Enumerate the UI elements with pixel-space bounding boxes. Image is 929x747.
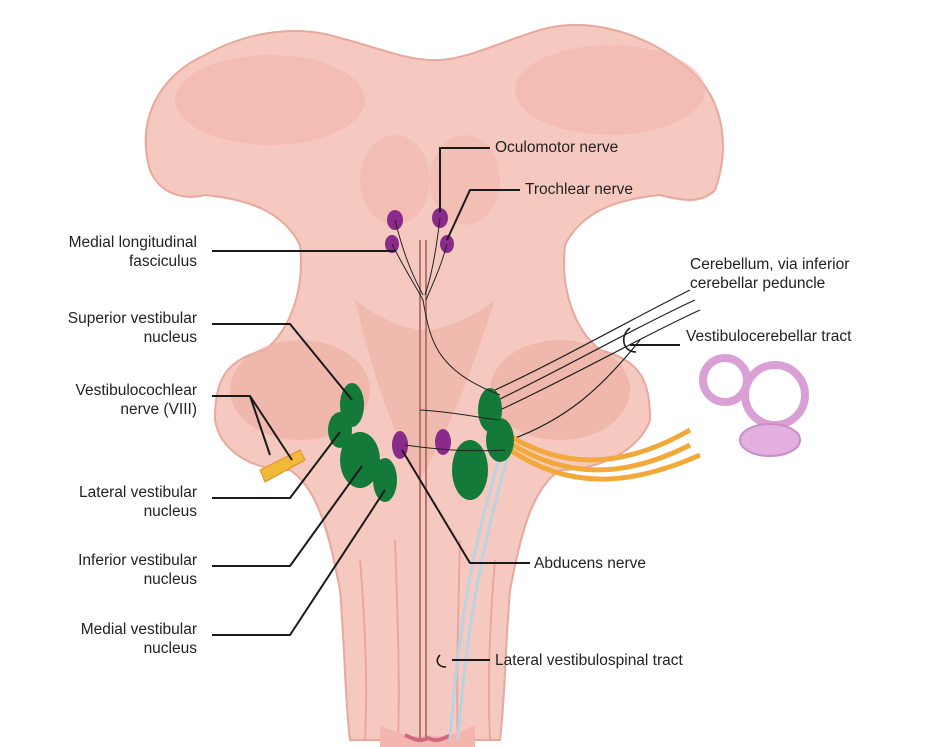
label-oculomotor-nerve: Oculomotor nerve bbox=[495, 138, 618, 157]
label-cerebellum-line2: cerebellar peduncle bbox=[690, 274, 849, 293]
label-lateral-spinal-text: Lateral vestibulospinal tract bbox=[495, 651, 683, 670]
label-mlf-line1: Medial longitudinal bbox=[69, 233, 197, 252]
label-trochlear-text: Trochlear nerve bbox=[525, 180, 633, 199]
semicircular-canal-2 bbox=[745, 365, 805, 425]
label-cerebellum: Cerebellum, via inferior cerebellar pedu… bbox=[690, 255, 849, 293]
label-lateral-vestibulospinal-tract: Lateral vestibulospinal tract bbox=[495, 651, 683, 670]
label-lateral-line1: Lateral vestibular bbox=[79, 483, 197, 502]
label-mlf-line2: fasciculus bbox=[69, 252, 197, 271]
label-superior-line1: Superior vestibular bbox=[68, 309, 197, 328]
abducens-nucleus-right bbox=[435, 429, 451, 455]
label-abducens-nerve: Abducens nerve bbox=[534, 554, 646, 573]
label-vestibulocochlear-line1: Vestibulocochlear bbox=[76, 381, 198, 400]
label-vestibulocochlear-line2: nerve (VIII) bbox=[76, 400, 198, 419]
label-medial-longitudinal-fasciculus: Medial longitudinal fasciculus bbox=[69, 233, 197, 271]
label-inferior-line1: Inferior vestibular bbox=[78, 551, 197, 570]
label-vestibulocerebellar-text: Vestibulocerebellar tract bbox=[686, 327, 851, 346]
label-superior-vestibular-nucleus: Superior vestibular nucleus bbox=[68, 309, 197, 347]
right-lateral-vestibular-nucleus bbox=[486, 418, 514, 462]
label-trochlear-nerve: Trochlear nerve bbox=[525, 180, 633, 199]
label-inferior-line2: nucleus bbox=[78, 570, 197, 589]
cochlea bbox=[740, 424, 800, 456]
right-inferior-vestibular-nucleus bbox=[452, 440, 488, 500]
label-lateral-vestibular-nucleus: Lateral vestibular nucleus bbox=[79, 483, 197, 521]
label-inferior-vestibular-nucleus: Inferior vestibular nucleus bbox=[78, 551, 197, 589]
label-abducens-text: Abducens nerve bbox=[534, 554, 646, 573]
label-superior-line2: nucleus bbox=[68, 328, 197, 347]
label-medial-line1: Medial vestibular bbox=[81, 620, 197, 639]
label-vestibulocochlear-nerve: Vestibulocochlear nerve (VIII) bbox=[76, 381, 198, 419]
left-cerebral-shade bbox=[175, 55, 365, 145]
label-cerebellum-line1: Cerebellum, via inferior bbox=[690, 255, 849, 274]
label-vestibulocerebellar-tract: Vestibulocerebellar tract bbox=[686, 327, 851, 346]
right-cerebral-shade bbox=[515, 45, 705, 135]
label-lateral-line2: nucleus bbox=[79, 502, 197, 521]
semicircular-canal-1 bbox=[703, 358, 747, 402]
label-oculomotor-text: Oculomotor nerve bbox=[495, 138, 618, 157]
label-medial-vestibular-nucleus: Medial vestibular nucleus bbox=[81, 620, 197, 658]
label-medial-line2: nucleus bbox=[81, 639, 197, 658]
medial-vestibular-nucleus bbox=[373, 458, 397, 502]
